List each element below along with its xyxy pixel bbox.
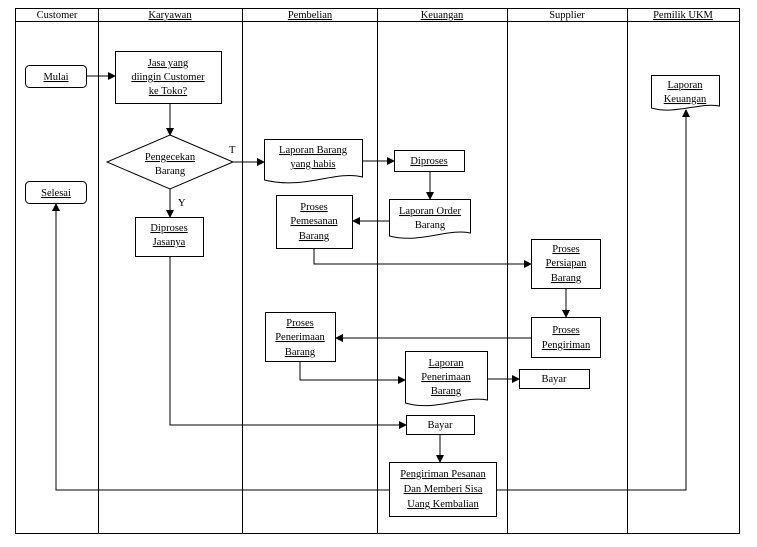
start-terminator: Mulai [25, 65, 87, 88]
process-bayar-1: Bayar [519, 369, 590, 389]
decision-pengecekan-line-1: Pengecekan [145, 152, 196, 163]
process-pengiriman-pesanan-line-1: Pengiriman Pesanan [400, 469, 486, 480]
arrow-pengiriman-pesanan-to-selesai [52, 203, 389, 491]
process-diproses-jasa-line-2: Jasanya [153, 237, 186, 248]
arrow-pengiriman-pesanan-to-laporan-keuangan [497, 109, 690, 491]
document-laporan-order: Laporan Order Barang [389, 199, 471, 239]
process-pengiriman-line-2: Pengiriman [542, 340, 591, 351]
lane-header-karyawan: Karyawan [148, 10, 192, 21]
document-laporan-penerimaan-line-1: Laporan [429, 358, 465, 369]
process-penerimaan-line-3: Barang [285, 347, 316, 358]
process-pemesanan: Proses Pemesanan Barang [276, 195, 353, 249]
end-terminator: Selesai [25, 181, 87, 204]
connectors [52, 72, 690, 491]
process-pengiriman-pesanan-line-2: Dan Memberi Sisa [404, 484, 483, 495]
process-penerimaan: Proses Penerimaan Barang [265, 312, 336, 362]
process-diproses-label: Diproses [410, 156, 447, 167]
process-jasa: Jasa yang diingin Customer ke Toko? [115, 51, 222, 104]
document-laporan-keuangan-line-2: Keuangan [664, 94, 707, 105]
arrow-penerimaan-to-laporan-penerimaan [299, 362, 406, 384]
process-diproses-jasa-line-1: Diproses [150, 223, 187, 234]
document-laporan-order-line-1: Laporan Order [399, 206, 462, 217]
swimlane-frame [15, 8, 740, 534]
process-bayar-2-label: Bayar [427, 420, 453, 431]
process-jasa-line-1: Jasa yang [148, 58, 189, 69]
process-persiapan-line-3: Barang [551, 273, 582, 284]
end-label: Selesai [41, 188, 71, 199]
process-jasa-line-2: diingin Customer [131, 72, 205, 83]
process-pemesanan-line-2: Pemesanan [290, 216, 338, 227]
process-persiapan-line-2: Persiapan [546, 258, 588, 269]
process-pemesanan-line-3: Barang [299, 231, 330, 242]
process-bayar-2: Bayar [406, 415, 475, 435]
document-laporan-penerimaan-line-2: Penerimaan [421, 372, 471, 383]
edge-label-y: Y [178, 198, 186, 209]
document-laporan-habis-line-2: yang habis [290, 159, 335, 170]
process-bayar-1-label: Bayar [541, 374, 567, 385]
process-pemesanan-line-1: Proses [300, 202, 327, 213]
process-diproses: Diproses [394, 150, 465, 172]
decision-pengecekan-line-2: Barang [155, 166, 186, 177]
document-laporan-penerimaan-line-3: Barang [431, 386, 462, 397]
document-laporan-habis: Laporan Barang yang habis [264, 139, 363, 184]
process-persiapan-line-1: Proses [552, 244, 579, 255]
process-diproses-jasa: Diproses Jasanya [135, 217, 204, 257]
process-pengiriman-line-1: Proses [552, 325, 579, 336]
process-penerimaan-line-1: Proses [286, 318, 313, 329]
lane-header-pemilik-ukm: Pemilik UKM [653, 10, 713, 21]
arrow-diproses-jasa-to-bayar2 [169, 256, 407, 429]
process-pengiriman-pesanan: Pengiriman Pesanan Dan Memberi Sisa Uang… [389, 462, 497, 517]
process-jasa-line-3: ke Toko? [149, 86, 188, 97]
document-laporan-keuangan: Laporan Keuangan [651, 75, 720, 111]
start-label: Mulai [43, 72, 68, 83]
document-laporan-keuangan-line-1: Laporan [668, 80, 704, 91]
process-pengiriman: Proses Pengiriman [531, 317, 601, 358]
edge-label-t: T [229, 145, 236, 156]
lane-header-customer: Customer [37, 10, 78, 21]
arrow-pemesanan-to-persiapan [313, 249, 532, 268]
process-persiapan: Proses Persiapan Barang [531, 239, 601, 289]
lane-header-supplier: Supplier [549, 10, 585, 21]
document-laporan-habis-line-1: Laporan Barang [279, 145, 348, 156]
process-pengiriman-pesanan-line-3: Uang Kembalian [407, 499, 479, 510]
decision-pengecekan: Pengecekan Barang [105, 134, 235, 190]
document-laporan-penerimaan: Laporan Penerimaan Barang [405, 351, 488, 407]
process-penerimaan-line-2: Penerimaan [275, 332, 325, 343]
document-laporan-order-line-2: Barang [415, 220, 446, 231]
lane-header-pembelian: Pembelian [288, 10, 333, 21]
lane-header-keuangan: Keuangan [421, 10, 464, 21]
